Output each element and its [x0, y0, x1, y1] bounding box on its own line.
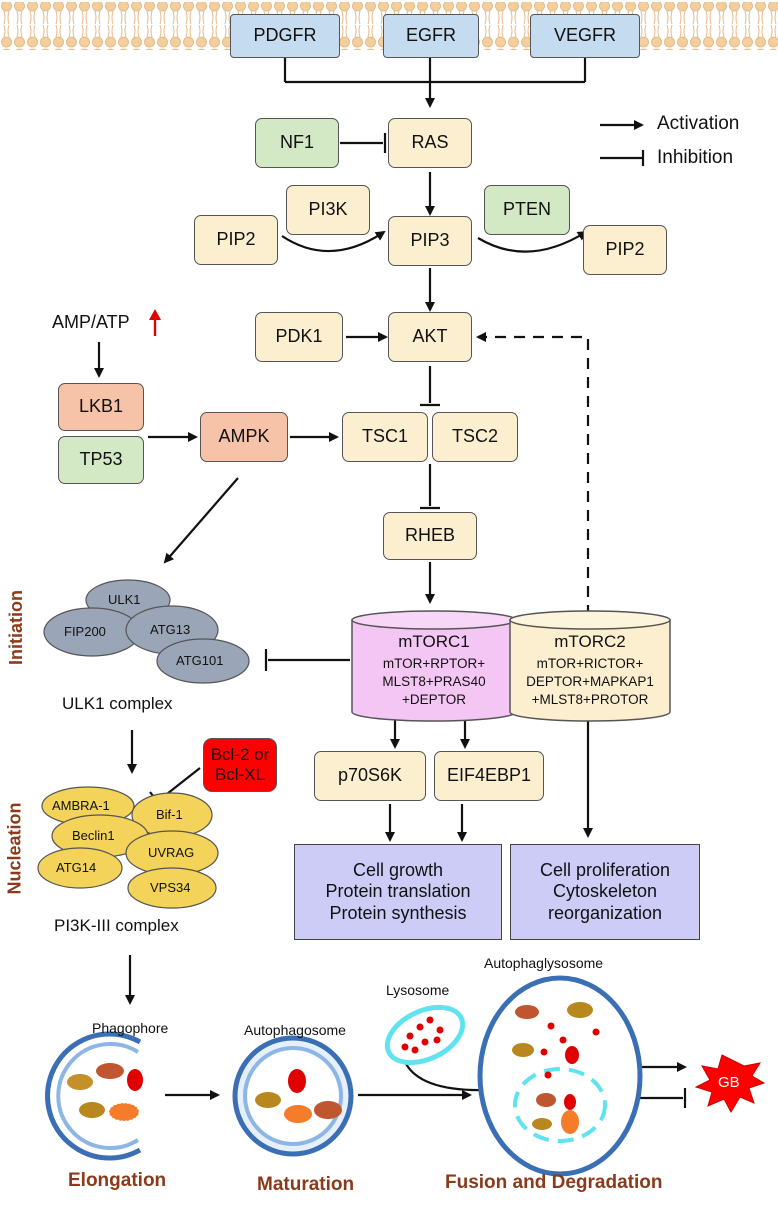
node-lkb1: LKB1 — [58, 383, 144, 431]
ulk1-member-atg101: ATG101 — [176, 653, 224, 668]
phagophore-label: Phagophore — [92, 1020, 169, 1036]
outcome-mtorc1-line-1: Cell growth — [352, 859, 444, 880]
node-tp53: TP53 — [58, 436, 144, 484]
receptor-vegfr: VEGFR — [530, 14, 640, 58]
node-pip3: PIP3 — [388, 216, 472, 266]
mtorc1-line-3: +DEPTOR — [402, 692, 466, 707]
mtorc2-line-1: mTOR+RICTOR+ — [536, 656, 644, 671]
pi3k3-member-uvrag: UVRAG — [148, 845, 195, 860]
legend-arrows — [600, 120, 645, 166]
receptor-egfr: EGFR — [383, 14, 479, 58]
stage-fusion: Fusion and Degradation — [445, 1172, 663, 1193]
autophagolysosome-shape — [477, 975, 643, 1177]
outcome-mtorc2-line-3: reorganization — [547, 902, 663, 923]
amp-atp-label: AMP/ATP — [52, 312, 130, 332]
node-pip2-left: PIP2 — [194, 215, 278, 265]
node-ampk: AMPK — [200, 412, 288, 462]
outcome-mtorc2-line-2: Cytoskeleton — [552, 881, 658, 902]
pi3k3-member-atg14: ATG14 — [56, 860, 97, 875]
lysosome-label: Lysosome — [386, 982, 450, 998]
node-nf1: NF1 — [255, 118, 339, 168]
increase-arrow-icon — [149, 309, 161, 336]
mtorc1-title: mTORC1 — [398, 632, 470, 651]
pi3k3-member-bif1: Bif-1 — [156, 807, 183, 822]
stage-elongation: Elongation — [68, 1170, 167, 1191]
outcome-mtorc2-line-1: Cell proliferation — [539, 859, 671, 880]
stage-nucleation: Nucleation — [4, 802, 25, 895]
outcome-mtorc1: Cell growth Protein translation Protein … — [294, 844, 502, 940]
node-pten: PTEN — [484, 185, 570, 235]
gb-label: GB — [718, 1074, 740, 1091]
node-bcl: Bcl-2 or Bcl-XL — [203, 738, 277, 792]
gb-starburst — [694, 1054, 766, 1114]
mtorc2-line-3: +MLST8+PROTOR — [531, 692, 649, 707]
mtorc2-cylinder — [509, 610, 671, 722]
ulk1-complex-label: ULK1 complex — [62, 694, 173, 713]
autophagolysosome-label: Autophaglysosome — [484, 955, 604, 971]
ulk1-member-ulk1: ULK1 — [108, 592, 141, 607]
outcome-mtorc2: Cell proliferation Cytoskeleton reorgani… — [510, 844, 700, 940]
node-pip2-right: PIP2 — [583, 225, 667, 275]
node-ras: RAS — [388, 118, 472, 168]
node-eif4ebp1: EIF4EBP1 — [434, 751, 544, 801]
pi3k3-member-ambra1: AMBRA-1 — [52, 798, 110, 813]
mtorc1-line-2: MLST8+PRAS40 — [382, 674, 486, 689]
bcl-label: Bcl-2 or Bcl-XL — [210, 745, 270, 784]
lysosome-shape — [384, 1004, 466, 1066]
autophagosome-shape — [232, 1035, 354, 1157]
autophagosome-label: Autophagosome — [244, 1022, 346, 1038]
pi3k3-member-beclin1: Beclin1 — [72, 828, 115, 843]
legend-inhibition: Inhibition — [657, 147, 734, 168]
outcome-mtorc1-line-2: Protein translation — [325, 881, 471, 902]
pi3k3-member-vps34: VPS34 — [150, 880, 191, 895]
legend-activation: Activation — [657, 113, 740, 134]
mtorc1-cylinder — [351, 610, 517, 722]
node-p70s6k: p70S6K — [314, 751, 426, 801]
phagophore-shape — [45, 1031, 143, 1161]
stage-initiation: Initiation — [6, 590, 26, 665]
mtorc2-title: mTORC2 — [554, 632, 626, 651]
node-pdk1: PDK1 — [255, 312, 343, 362]
node-akt: AKT — [388, 312, 472, 362]
pi3k3-complex-shapes — [37, 786, 219, 909]
node-tsc1: TSC1 — [342, 412, 428, 462]
pathway-edges — [94, 133, 687, 1108]
receptor-pdgfr: PDGFR — [230, 14, 340, 58]
stage-maturation: Maturation — [257, 1174, 355, 1195]
receptor-connector — [283, 58, 587, 108]
node-pi3k: PI3K — [286, 185, 370, 235]
node-rheb: RHEB — [383, 512, 477, 560]
mtorc2-line-2: DEPTOR+MAPKAP1 — [526, 674, 654, 689]
ulk1-complex-shapes — [43, 579, 250, 684]
mtorc1-line-1: mTOR+RPTOR+ — [382, 656, 486, 671]
ulk1-member-atg13: ATG13 — [150, 622, 191, 637]
pi3k3-complex-label: PI3K-III complex — [54, 916, 179, 935]
outcome-mtorc1-line-3: Protein synthesis — [329, 902, 467, 923]
ulk1-member-fip200: FIP200 — [64, 624, 106, 639]
node-tsc2: TSC2 — [432, 412, 518, 462]
